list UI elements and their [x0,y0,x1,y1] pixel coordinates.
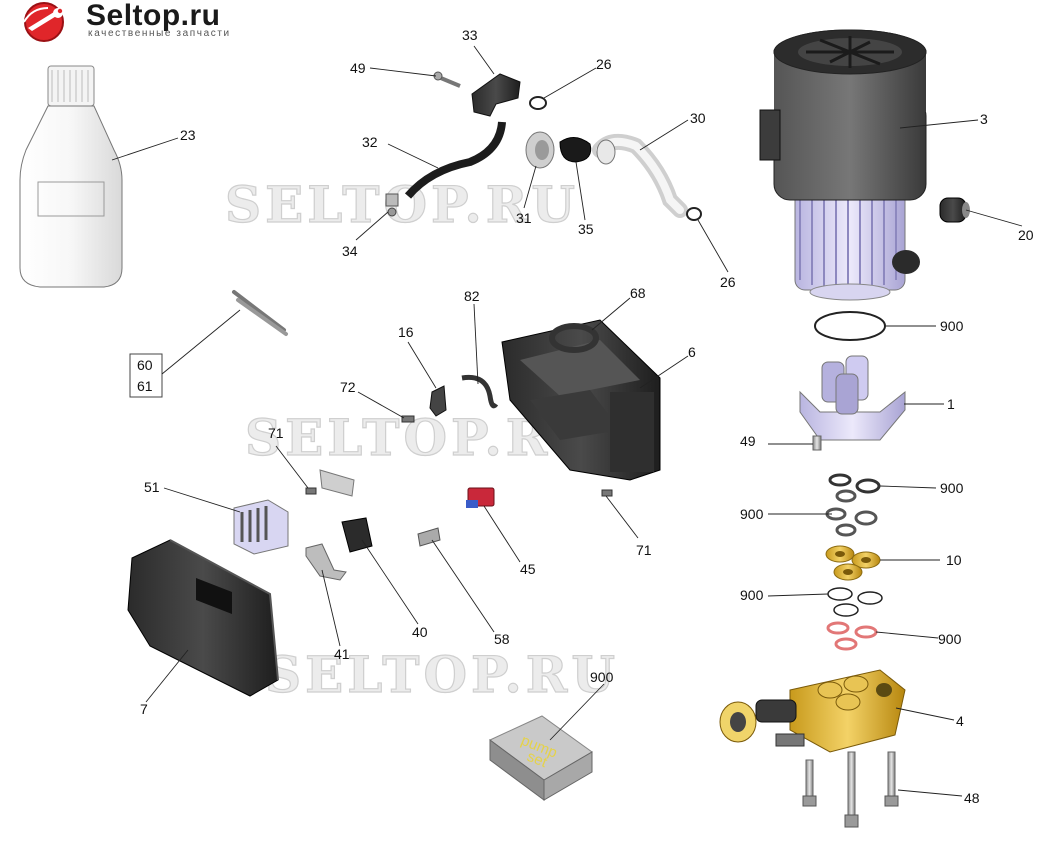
brand-logo[interactable]: Seltop.ru качественные запчасти [14,0,284,42]
part-31-cap[interactable] [525,131,555,169]
callout-box-60-61 [129,353,163,398]
callout-60[interactable]: 60 [137,357,153,373]
callout-26-b[interactable]: 26 [720,274,736,290]
part-32-hose[interactable] [404,121,506,199]
part-6-housing[interactable] [501,319,661,481]
brand-name: Seltop.ru [86,0,221,32]
callout-32[interactable]: 32 [362,134,378,150]
callout-68[interactable]: 68 [630,285,646,301]
callout-900-a[interactable]: 900 [940,318,964,334]
callout-31[interactable]: 31 [516,210,532,226]
part-20-end-cap[interactable] [939,197,970,223]
part-1-cylinder-head[interactable] [799,355,906,441]
part-3-motor[interactable] [759,29,927,301]
callout-900-c[interactable]: 900 [740,506,764,522]
callout-51[interactable]: 51 [144,479,160,495]
part-26-oring-mid[interactable] [686,207,702,221]
callout-4[interactable]: 4 [956,713,964,729]
callout-26[interactable]: 26 [596,56,612,72]
callout-23[interactable]: 23 [180,127,196,143]
callout-71-b[interactable]: 71 [636,542,652,558]
part-71-screw-right[interactable] [601,489,613,497]
part-900-seals-thin[interactable] [827,587,883,617]
part-bracket-plate[interactable] [319,469,355,497]
part-26-oring-top[interactable] [529,96,547,110]
callout-900-d[interactable]: 900 [740,587,764,603]
pump-set-line2: set [525,748,551,772]
callout-82[interactable]: 82 [464,288,480,304]
part-51-contactor[interactable] [233,499,289,555]
part-34-fitting[interactable] [385,193,399,217]
part-35-filter[interactable] [559,137,592,163]
callout-7[interactable]: 7 [140,701,148,717]
part-7-cover[interactable] [127,539,279,697]
callout-6[interactable]: 6 [688,344,696,360]
callout-30[interactable]: 30 [690,110,706,126]
part-41-bracket[interactable] [305,543,347,581]
part-45-module[interactable] [466,487,495,508]
part-71-screw-left[interactable] [305,487,317,495]
part-48-bolts[interactable] [802,751,899,828]
part-58-terminal[interactable] [417,527,441,547]
callout-48[interactable]: 48 [964,790,980,806]
callout-49[interactable]: 49 [350,60,366,76]
callout-900-b[interactable]: 900 [940,480,964,496]
part-4-pump-head[interactable] [719,669,906,753]
callout-900-f[interactable]: 900 [590,669,614,685]
callout-1[interactable]: 1 [947,396,955,412]
part-900-seals-red[interactable] [826,621,878,651]
callout-41[interactable]: 41 [334,646,350,662]
wrench-logo-icon [23,2,64,42]
part-40-switch[interactable] [341,517,373,553]
callout-40[interactable]: 40 [412,624,428,640]
brand-tagline: качественные запчасти [88,28,231,39]
callout-900-e[interactable]: 900 [938,631,962,647]
part-16-clip[interactable] [429,385,447,417]
part-30-elbow[interactable] [592,133,688,218]
callout-61[interactable]: 61 [137,378,153,394]
callout-49-b[interactable]: 49 [740,433,756,449]
part-oil-bottle[interactable] [19,65,123,288]
part-900-seals-upper[interactable] [825,473,881,537]
part-60-61-rods[interactable] [232,290,288,336]
callout-33[interactable]: 33 [462,27,478,43]
part-49-screw-right[interactable] [812,435,822,451]
watermark-bottom: SELTOP.RU [265,645,619,704]
callout-10[interactable]: 10 [946,552,962,568]
part-72-screw[interactable] [401,415,415,423]
part-900-pump-set[interactable]: pump set [489,715,593,801]
callout-72[interactable]: 72 [340,379,356,395]
part-10-valves[interactable] [825,545,881,581]
part-49-screw-top[interactable] [433,71,461,88]
watermark-top: SELTOP.RU [225,175,579,234]
leader-lines [111,45,1023,797]
part-33-bracket[interactable] [471,73,521,117]
callout-35[interactable]: 35 [578,221,594,237]
callout-20[interactable]: 20 [1018,227,1034,243]
callout-58[interactable]: 58 [494,631,510,647]
part-68-seal[interactable] [549,323,599,353]
part-82-cable[interactable] [461,374,499,409]
callout-labels: 23 33 49 26 30 3 32 31 35 34 26 20 82 68… [137,27,1034,806]
part-900-oring-large[interactable] [814,311,886,341]
callout-3[interactable]: 3 [980,111,988,127]
callout-34[interactable]: 34 [342,243,358,259]
callout-45[interactable]: 45 [520,561,536,577]
callout-16[interactable]: 16 [398,324,414,340]
callout-71-a[interactable]: 71 [268,425,284,441]
